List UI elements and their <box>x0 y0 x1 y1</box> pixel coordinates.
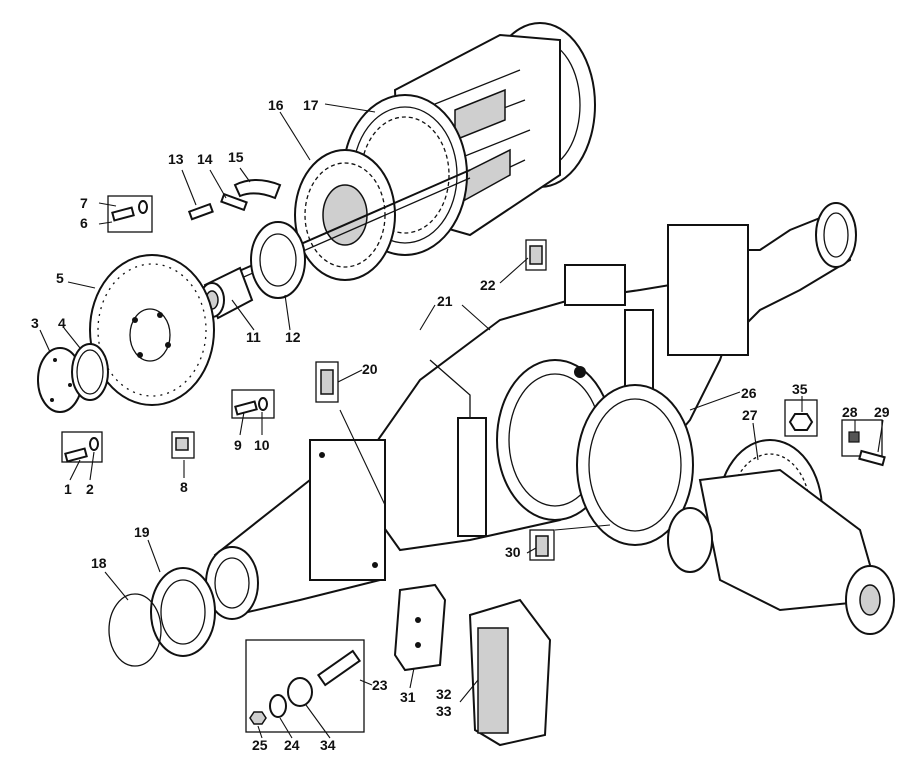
plug-30 <box>535 535 549 557</box>
callout-16: 16 <box>268 97 284 113</box>
flange-disk-5 <box>89 254 215 406</box>
brake-pad-31 <box>393 583 447 672</box>
callout-1: 1 <box>64 481 72 497</box>
callout-4: 4 <box>58 315 66 331</box>
callout-33: 33 <box>436 703 452 719</box>
left-tube <box>205 439 386 620</box>
bolt-14 <box>220 192 248 212</box>
callout-17: 17 <box>303 97 319 113</box>
callout-frame-1-2 <box>61 431 103 463</box>
callout-15: 15 <box>228 149 244 165</box>
callout-frame-23-34 <box>245 639 365 733</box>
callout-7: 7 <box>80 195 88 211</box>
callout-frame-22 <box>525 239 547 271</box>
bolt-29 <box>858 449 886 467</box>
ring-gear-16 <box>294 149 396 281</box>
callout-8: 8 <box>180 479 188 495</box>
main-gear-27 <box>667 439 895 635</box>
callout-31: 31 <box>400 689 416 705</box>
callout-27: 27 <box>742 407 758 423</box>
bolt-13 <box>187 202 214 221</box>
gasket-26 <box>576 384 694 546</box>
nut-25 <box>249 711 267 725</box>
callout-6: 6 <box>80 215 88 231</box>
washer-7 <box>138 200 148 214</box>
sun-gear-12 <box>250 221 306 299</box>
callout-26: 26 <box>741 385 757 401</box>
callout-labels: 1 2 3 4 5 6 7 8 9 10 11 12 13 14 15 16 1… <box>31 97 890 753</box>
callout-frame-6-7 <box>107 195 153 233</box>
bolt-1 <box>64 447 88 463</box>
callout-35: 35 <box>792 381 808 397</box>
brake-shoe-32-33 <box>468 598 552 747</box>
callout-frame-8 <box>171 431 195 459</box>
callout-24: 24 <box>284 737 300 753</box>
callout-13: 13 <box>168 151 184 167</box>
callout-frame-35 <box>784 399 818 437</box>
washer-10 <box>258 397 268 411</box>
callout-frame-9-10 <box>231 389 275 419</box>
bushing-34 <box>287 677 313 707</box>
callout-3: 3 <box>31 315 39 331</box>
callout-20: 20 <box>362 361 378 377</box>
callout-9: 9 <box>234 437 242 453</box>
callout-30: 30 <box>505 544 521 560</box>
pinion-11 <box>199 266 254 320</box>
callout-14: 14 <box>197 151 213 167</box>
callout-28: 28 <box>842 404 858 420</box>
nut-35 <box>788 413 814 431</box>
lock-plate-15 <box>233 179 282 200</box>
o-ring-18 <box>108 593 162 667</box>
washer-2 <box>89 437 99 451</box>
callout-12: 12 <box>285 329 301 345</box>
callout-11: 11 <box>246 329 261 345</box>
callout-18: 18 <box>91 555 107 571</box>
callout-2: 2 <box>86 481 94 497</box>
plug-8 <box>175 437 189 451</box>
bolt-23 <box>316 649 362 687</box>
callout-25: 25 <box>252 737 268 753</box>
right-tube <box>667 202 857 356</box>
seal-19 <box>150 567 216 657</box>
bolt-28 <box>848 431 860 443</box>
bolt-6 <box>111 206 135 222</box>
callout-frame-30 <box>529 529 555 561</box>
callout-22: 22 <box>480 277 496 293</box>
seal-ring-4 <box>71 343 109 401</box>
leader-lines <box>39 103 884 739</box>
bolt-9 <box>234 400 258 416</box>
callout-5: 5 <box>56 270 64 286</box>
callout-21: 21 <box>437 293 453 309</box>
plug-20 <box>320 369 334 395</box>
plug-22 <box>529 245 543 265</box>
callout-34: 34 <box>320 737 336 753</box>
washer-24 <box>269 694 287 718</box>
callout-29: 29 <box>874 404 890 420</box>
callout-23: 23 <box>372 677 388 693</box>
callout-19: 19 <box>134 524 150 540</box>
callout-10: 10 <box>254 437 270 453</box>
callout-32: 32 <box>436 686 452 702</box>
